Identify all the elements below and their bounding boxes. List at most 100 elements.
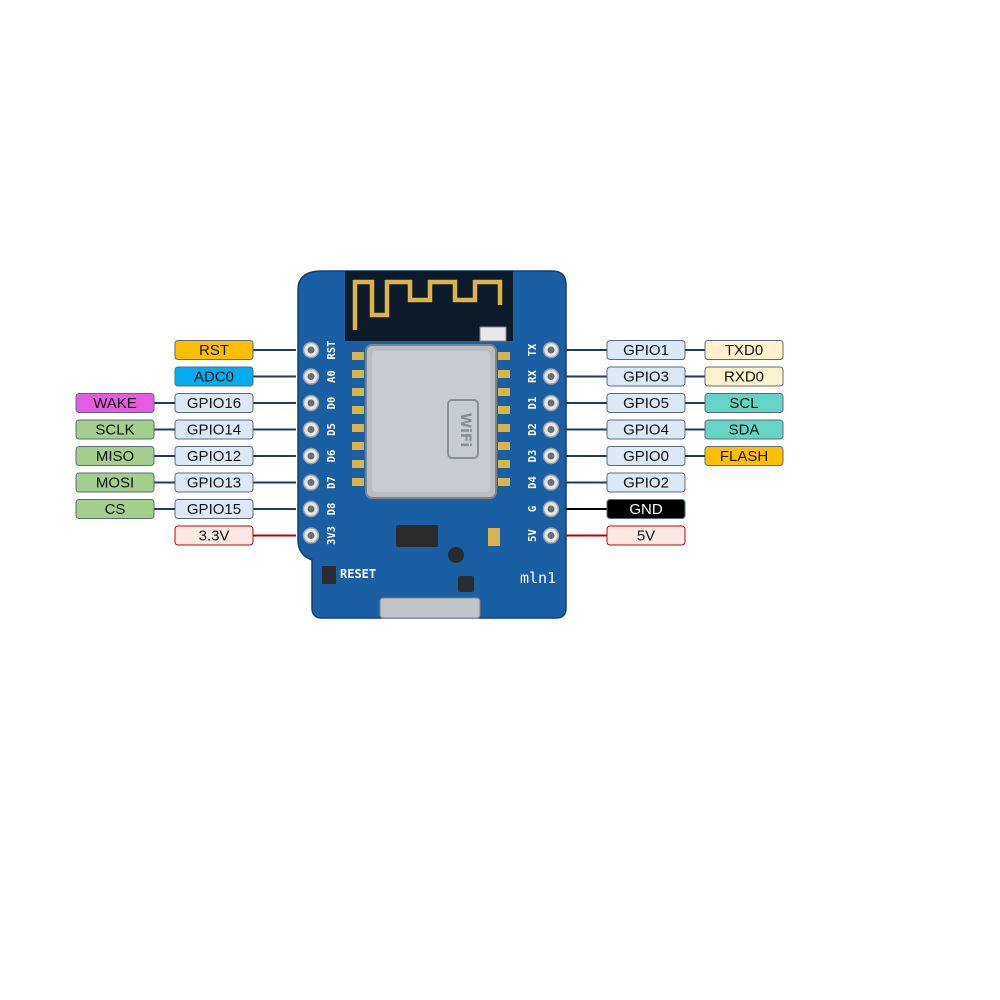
pin-label-text: SCLK [95,422,134,439]
regulator [458,576,474,592]
right-pin-hole [542,474,560,491]
pin-label-text: GPIO14 [187,422,241,439]
pin-label-text: GPIO13 [187,475,241,492]
left-pin-label: MOSI [75,472,155,493]
right-pin-hole [542,421,560,438]
silk-left-label: RST [326,341,338,360]
right-pin-label: GPIO4 [606,419,686,440]
right-pin-label: GND [606,499,686,519]
chip-marking: WiFi [457,413,473,448]
pin-label-text: MISO [96,448,134,465]
right-pin-label: TXD0 [704,340,784,360]
right-pin-label: FLASH [704,446,784,466]
left-pin-label: GPIO16 [174,393,254,413]
module-pads-right [498,352,510,486]
left-pin-label: CS [75,499,155,519]
silk-right-label: 5V [527,529,539,542]
silk-left-label: D5 [326,423,338,436]
antenna-led [479,326,507,342]
left-pin-label: SCLK [75,419,155,440]
right-pin-hole [542,527,560,544]
silk-left-label: D0 [326,397,338,410]
silk-right-label: G [527,506,539,512]
left-pin-label: GPIO14 [174,419,254,440]
right-pin-label: GPIO5 [606,393,686,413]
right-pin-label: GPIO0 [606,446,686,466]
left-pin-hole [302,368,320,385]
right-pin-label: SCL [704,393,784,413]
silk-left-label: D6 [326,450,338,463]
silk-left-label: A0 [326,370,338,383]
right-pin-hole [542,341,560,359]
module-pads-left [352,352,364,486]
left-pin-label: MISO [75,446,155,466]
wifi-logo-icon: WiFi [447,399,479,459]
left-pin-label: ADC0 [174,366,254,387]
left-pin-hole [302,421,320,438]
pin-label-text: GPIO0 [623,448,669,465]
pin-label-text: GPIO3 [623,369,669,386]
right-pin-label: 5V [606,525,686,546]
right-pin-label: GPIO3 [606,366,686,387]
silk-left-label: D8 [326,503,338,516]
left-pin-hole [302,500,320,518]
pin-label-text: MOSI [96,475,134,492]
reset-label: RESET [340,567,376,581]
silk-right-label: TX [527,343,539,356]
pin-holes [302,341,560,544]
pin-label-text: WAKE [93,395,137,412]
right-pin-hole [542,394,560,412]
reset-button-icon [448,547,464,563]
pin-label-text: CS [105,501,126,518]
left-pin-label: GPIO12 [174,446,254,466]
right-pin-hole [542,447,560,465]
left-pin-hole [302,474,320,491]
antenna-trace [352,279,503,330]
right-pin-label: SDA [704,419,784,440]
chip-component [396,525,438,547]
brand-label: mln1 [520,569,556,587]
silk-right-label: D4 [527,476,539,489]
pin-label-text: RXD0 [724,369,764,386]
pin-label-text: SCL [729,395,758,412]
pin-label-text: 3.3V [199,528,230,545]
usb-port [379,597,481,619]
pin-label-text: ADC0 [194,369,234,386]
pin-label-text: GND [629,501,663,518]
left-pin-label: GPIO13 [174,472,254,493]
left-pin-label: WAKE [75,393,155,413]
pin-label-text: GPIO2 [623,475,669,492]
silk-right-label: D1 [527,397,539,410]
pin-label-text: GPIO5 [623,395,669,412]
left-pin-hole [302,394,320,412]
pin-label-text: RST [199,342,229,359]
left-pin-label: 3.3V [174,525,254,546]
pin-label-text: GPIO12 [187,448,241,465]
silk-right-label: D2 [527,423,539,436]
pin-label-text: GPIO15 [187,501,241,518]
silk-right-label: RX [527,370,539,383]
left-pin-hole [302,341,320,359]
pin-label-text: GPIO1 [623,342,669,359]
pin-label-text: GPIO4 [623,422,669,439]
smd-part [488,528,500,546]
esp-module-shield-inner [372,351,490,492]
left-pin-label: GPIO15 [174,499,254,519]
right-pin-hole [542,368,560,385]
left-pin-hole [302,447,320,465]
right-pin-label: GPIO1 [606,340,686,360]
pin-label-text: FLASH [720,448,768,465]
right-pin-label: RXD0 [704,366,784,387]
right-pin-hole [542,500,560,518]
silk-right-label: D3 [527,450,539,463]
pin-label-text: SDA [729,422,760,439]
left-pin-label: RST [174,340,254,360]
reset-switch[interactable] [322,566,336,584]
pin-label-text: GPIO16 [187,395,241,412]
right-pin-label: GPIO2 [606,472,686,493]
pin-label-text: 5V [637,528,655,545]
